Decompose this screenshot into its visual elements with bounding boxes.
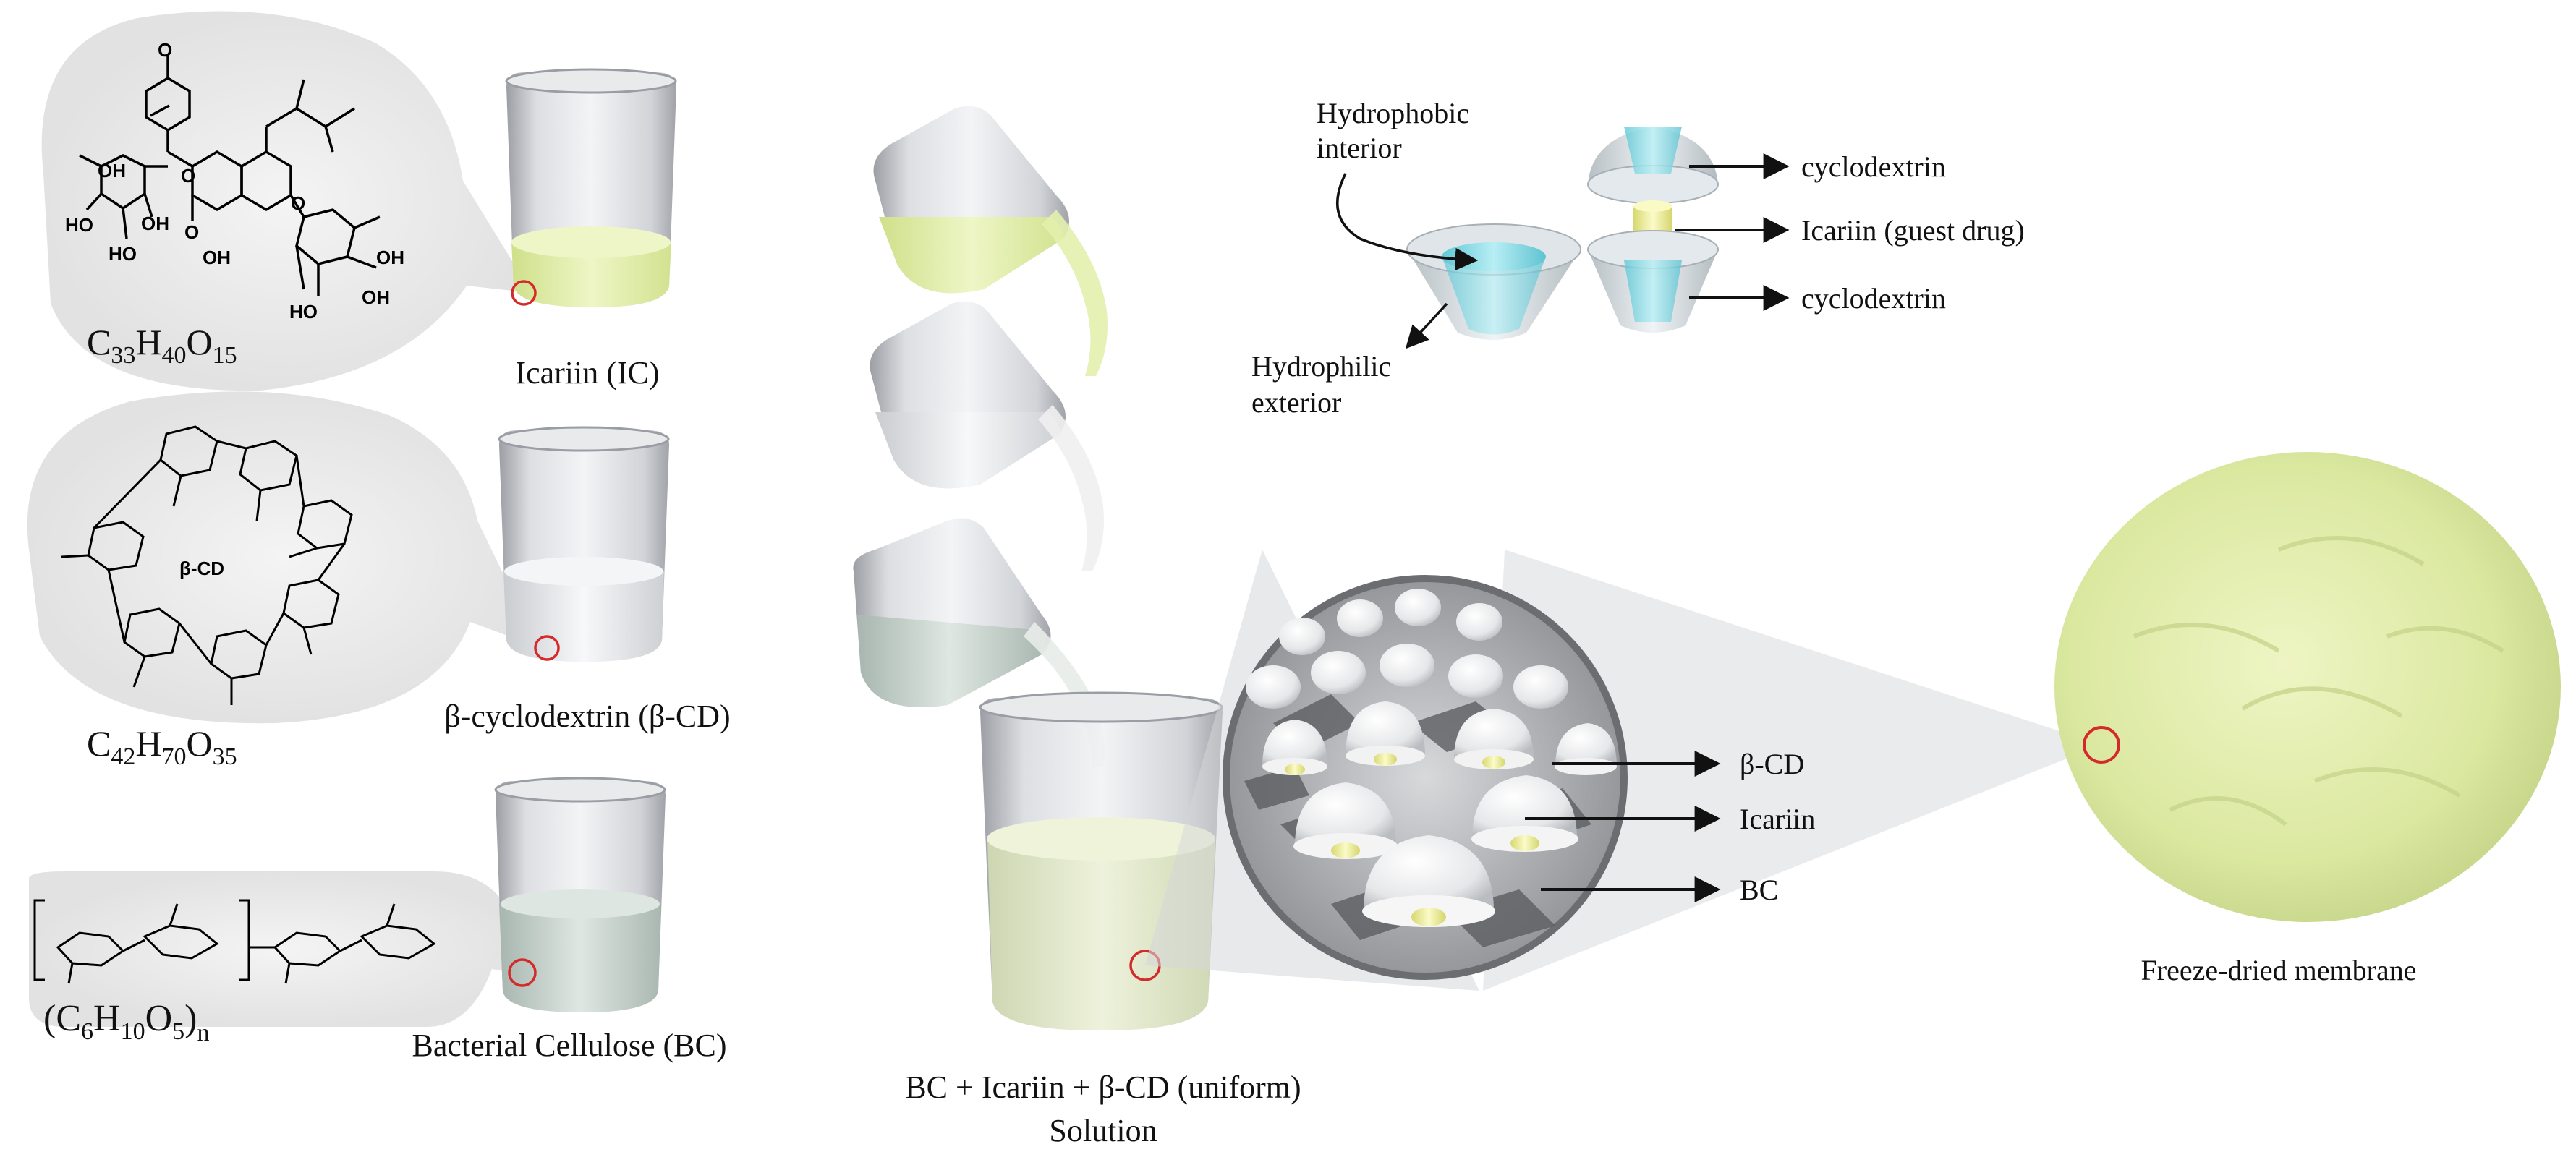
atom-oh: OH — [98, 160, 126, 182]
atom-oh: OH — [203, 247, 231, 268]
cd-single — [1406, 223, 1581, 340]
icariin-label: Icariin (IC) — [515, 355, 659, 391]
icariin-bubble — [41, 11, 532, 391]
atom-ho: HO — [289, 301, 318, 323]
bc-panel: (C6H10O5)n — [29, 871, 532, 1046]
bc-label: Bacterial Cellulose (BC) — [412, 1028, 727, 1063]
bcd-beaker: β-cyclodextrin (β-CD) — [444, 426, 731, 734]
membrane: Freeze-dried membrane — [2054, 452, 2561, 986]
atom-ho: HO — [109, 243, 137, 265]
icariin-highlight — [511, 280, 537, 306]
bcd-formula: C42H70O35 — [87, 723, 237, 770]
zoom-label-bcd: β-CD — [1740, 748, 1804, 780]
icariin-atoms: O O O OH HO HO OH OH O OH HO OH — [65, 39, 404, 323]
bcd-panel: β-CD C42H70O35 — [27, 391, 540, 770]
bcd-ring-structure — [61, 425, 353, 705]
bcd-bubble — [27, 391, 540, 724]
icariin-formula: C33H40O15 — [87, 322, 237, 369]
membrane-highlight — [2083, 726, 2120, 764]
bc-structure — [33, 899, 436, 984]
icariin-panel: O O O OH HO HO OH OH O OH HO OH C33H40O1… — [41, 11, 532, 391]
bc-beaker: Bacterial Cellulose (BC) — [412, 777, 727, 1063]
pouring-beaker-bcd — [870, 301, 1104, 571]
solution-line2: Solution — [1049, 1113, 1157, 1148]
cd-top-label: cyclodextrin — [1801, 150, 1946, 183]
zoom-circle — [1223, 575, 1721, 980]
atom-o: O — [291, 192, 305, 214]
atom-o: O — [158, 39, 172, 61]
bcd-highlight — [534, 635, 560, 661]
zoom-label-bc: BC — [1740, 874, 1778, 906]
hydrophilic-pointer — [1405, 302, 1448, 349]
icariin-structure — [79, 56, 381, 296]
inclusion-complex — [1587, 127, 1719, 333]
zoom-label-icariin: Icariin — [1740, 803, 1815, 835]
atom-o: O — [184, 221, 199, 243]
atom-oh: OH — [376, 247, 404, 268]
hydrophobic-pointer — [1336, 173, 1479, 271]
solution-line1: BC + Icariin + β-CD (uniform) — [905, 1070, 1301, 1105]
bcd-label: β-cyclodextrin (β-CD) — [444, 699, 730, 734]
guest-label: Icariin (guest drug) — [1801, 214, 2025, 247]
icariin-beaker: Icariin (IC) — [505, 68, 677, 391]
zoom-beam-membrane — [1483, 550, 2101, 991]
bc-bubble — [29, 871, 532, 1027]
bcd-center-label: β-CD — [179, 558, 224, 579]
bc-formula: (C6H10O5)n — [43, 998, 209, 1046]
pouring-beaker-icariin — [873, 106, 1108, 376]
atom-ho: HO — [65, 214, 93, 236]
atom-oh: OH — [141, 213, 169, 234]
membrane-label: Freeze-dried membrane — [2141, 954, 2417, 986]
atom-oh: OH — [362, 286, 390, 308]
hydrophobic-label-l1: Hydrophobic — [1317, 97, 1469, 129]
hydrophilic-label-l2: exterior — [1251, 386, 1341, 419]
bc-highlight — [508, 958, 537, 987]
hydrophobic-label-l2: interior — [1317, 132, 1402, 164]
atom-o: O — [181, 165, 195, 187]
cd-bottom-label: cyclodextrin — [1801, 282, 1946, 315]
hydrophilic-label-l1: Hydrophilic — [1251, 350, 1391, 383]
